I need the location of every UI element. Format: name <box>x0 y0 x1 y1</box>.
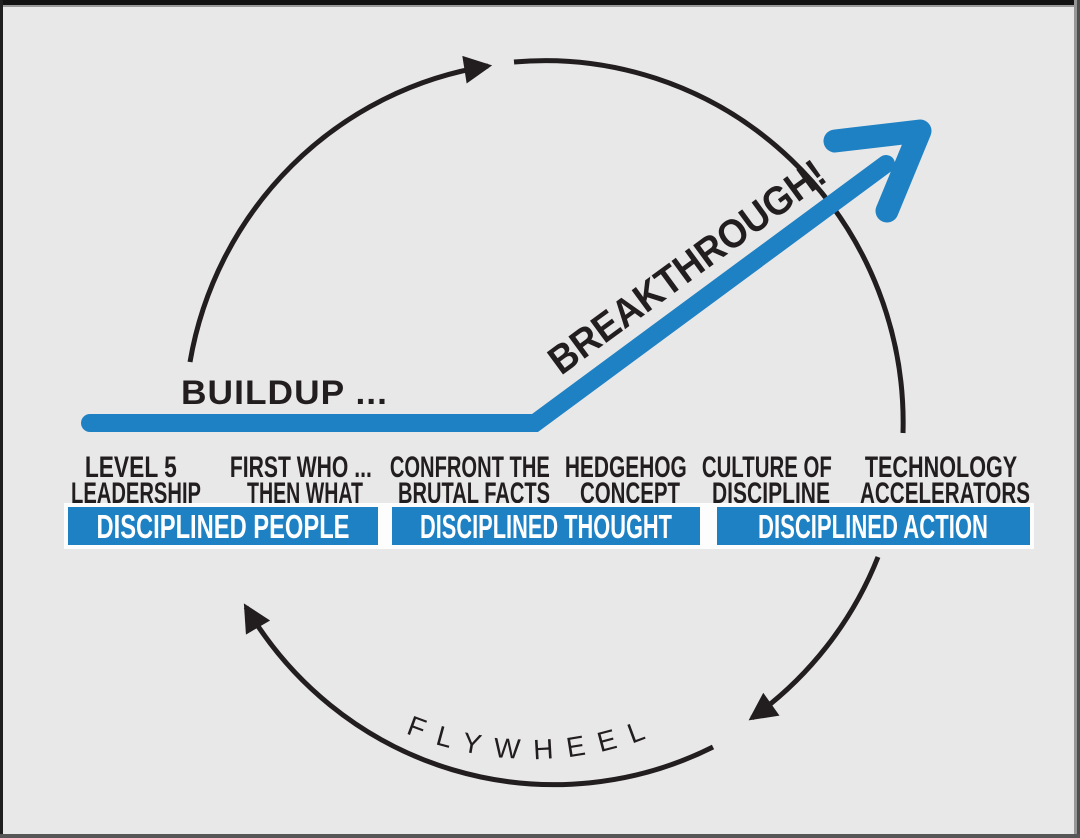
band-disciplined-thought <box>392 507 700 545</box>
stage-label-culture-of-discipline: CULTURE OF DISCIPLINE <box>702 451 840 510</box>
band-label-disciplined-thought: DISCIPLINED THOUGHT <box>420 508 672 545</box>
band-disciplined-action <box>717 507 1030 545</box>
breakthrough-arrow <box>81 119 932 432</box>
band-disciplined-people <box>68 507 378 545</box>
band-label-disciplined-action: DISCIPLINED ACTION <box>758 508 988 545</box>
discipline-bands: DISCIPLINED PEOPLE DISCIPLINED THOUGHT D… <box>64 503 1034 549</box>
arc-right-upper <box>513 58 906 434</box>
stage-label-first-who-then-what: FIRST WHO ... THEN WHAT <box>230 451 380 510</box>
arc-top-left-arrow <box>187 55 493 363</box>
stage-label-hedgehog-concept: HEDGEHOG CONCEPT <box>565 451 695 510</box>
flywheel-circle <box>187 55 906 788</box>
stage-label-technology-accelerators: TECHNOLOGY ACCELERATORS <box>860 451 1030 510</box>
stage-label-confront-brutal-facts: CONFRONT THE BRUTAL FACTS <box>390 451 558 510</box>
frame-edge-top-highlight <box>0 5 1080 7</box>
frame-edge-right-dark <box>1077 0 1080 838</box>
buildup-label: BUILDUP ... <box>181 374 388 412</box>
band-label-disciplined-people: DISCIPLINED PEOPLE <box>97 508 350 545</box>
arrowhead-chevron-icon <box>823 119 932 223</box>
arc-bottom-arrow <box>243 603 715 788</box>
arc-right-lower-arrow <box>748 556 881 721</box>
frame-edge-top <box>0 0 1080 5</box>
stage-label-level5-leadership: LEVEL 5 LEADERSHIP <box>71 451 201 510</box>
frame-edge-left <box>0 0 3 838</box>
frame-edge-bottom <box>0 834 1080 838</box>
frame-edge-right-light <box>1074 0 1077 838</box>
buildup-line <box>81 155 895 432</box>
